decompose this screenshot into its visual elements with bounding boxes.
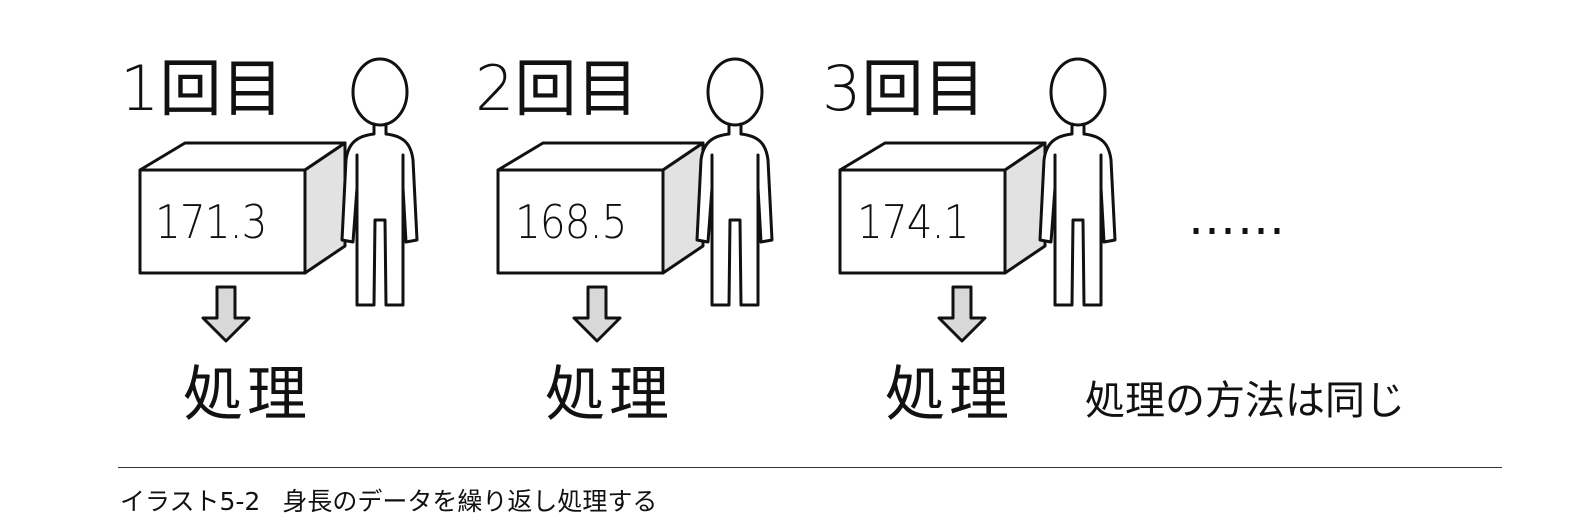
down-arrow xyxy=(201,285,251,343)
person-icon xyxy=(340,57,419,307)
step-3-process: 処理 xyxy=(885,360,1013,430)
figure-number: イラスト5-2 xyxy=(120,487,261,516)
step-2-drawing xyxy=(496,57,774,343)
step-3-ordinal: 3回目 xyxy=(822,52,986,125)
figure-caption: イラスト5-2 身長のデータを繰り返し処理する xyxy=(120,482,657,518)
same-process-note: 処理の方法は同じ xyxy=(1085,378,1405,424)
step-2-process: 処理 xyxy=(545,360,673,430)
continuation-ellipsis: …… xyxy=(1188,190,1286,246)
person-icon xyxy=(695,57,774,307)
caption-text: 身長のデータを繰り返し処理する xyxy=(282,487,658,516)
step-3-drawing xyxy=(838,57,1117,343)
step-1-value: 171.3 xyxy=(155,195,267,249)
person-icon xyxy=(1038,57,1117,307)
step-3-value: 174.1 xyxy=(857,195,969,249)
step-1-drawing xyxy=(138,57,419,343)
box-front xyxy=(138,168,307,275)
step-2-ordinal: 2回目 xyxy=(475,52,639,125)
down-arrow xyxy=(572,285,622,343)
step-1-ordinal: 1回目 xyxy=(120,52,284,125)
step-2-value: 168.5 xyxy=(515,195,627,249)
step-1-process: 処理 xyxy=(183,360,311,430)
caption-divider xyxy=(118,467,1502,468)
down-arrow xyxy=(937,285,987,343)
